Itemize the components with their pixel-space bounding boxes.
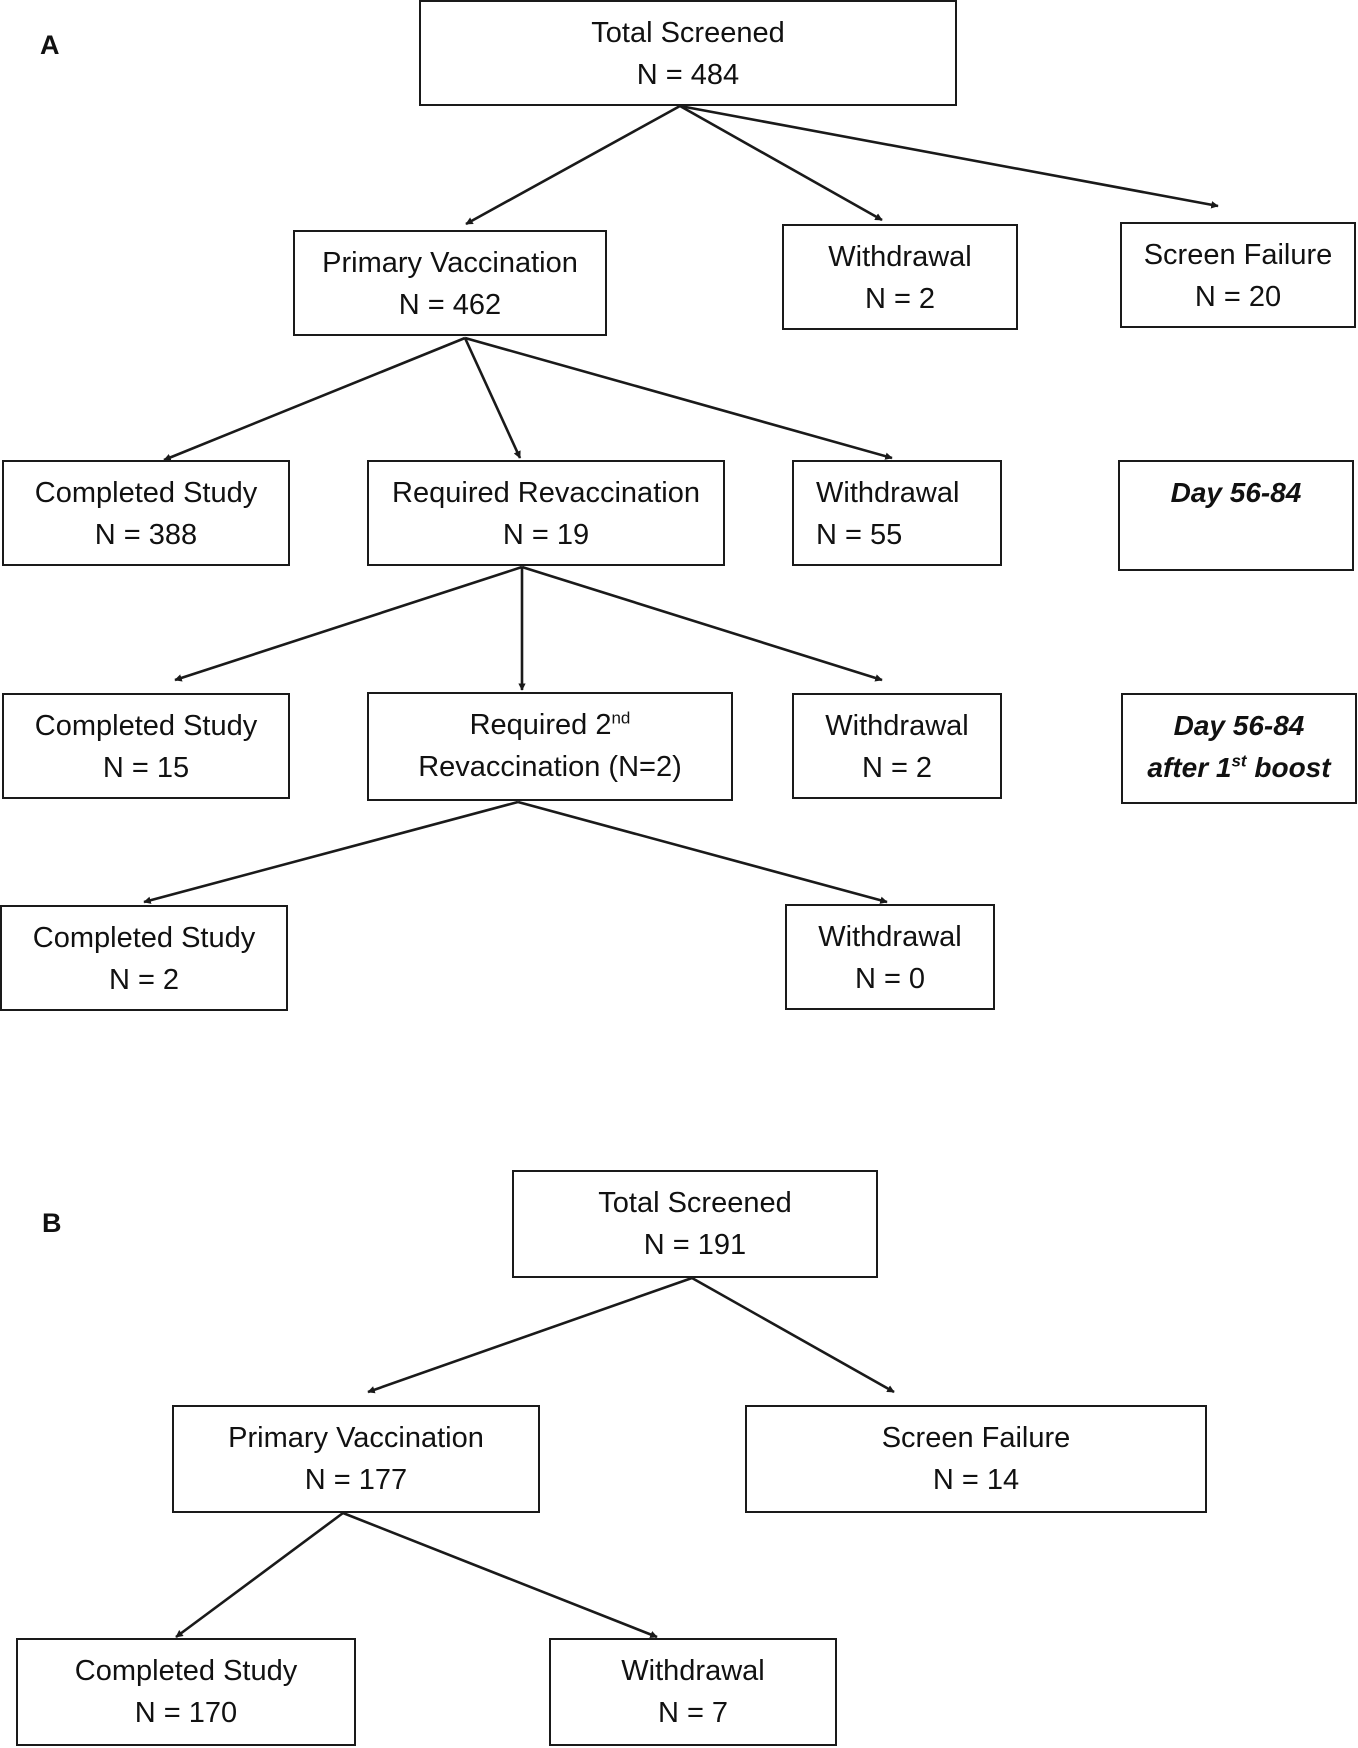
box-count: N = 20 [1194, 281, 1282, 313]
box-title: Withdrawal [816, 477, 960, 509]
box-count: N = 388 [94, 519, 198, 551]
box-count: N = 0 [854, 963, 926, 995]
primary-vaccination-box-b: Primary Vaccination N = 177 [172, 1405, 540, 1513]
note-line-2: after 1st boost [1147, 747, 1330, 789]
completed-study-box-1: Completed Study N = 388 [2, 460, 290, 566]
arrow-primary-to-revaccination [463, 337, 522, 459]
required-revaccination-box: Required Revaccination N = 19 [367, 460, 725, 566]
title-superscript: nd [611, 708, 631, 728]
box-count: N = 177 [304, 1464, 408, 1496]
box-title: Screen Failure [1143, 239, 1333, 271]
completed-study-box-b: Completed Study N = 170 [16, 1638, 356, 1746]
total-screened-box-a: Total Screened N = 484 [419, 0, 957, 106]
note-prefix: after 1 [1147, 752, 1232, 783]
box-count: N = 15 [102, 752, 190, 784]
primary-vaccination-box-a: Primary Vaccination N = 462 [293, 230, 607, 336]
box-count: N = 2 [864, 283, 936, 315]
box-title: Completed Study [74, 1655, 298, 1687]
arrow-total-to-withdrawal [679, 104, 883, 222]
box-line-2: Revaccination (N=2) [418, 751, 682, 783]
box-count: N = 462 [398, 289, 502, 321]
box-count: N = 170 [134, 1697, 238, 1729]
box-title: Completed Study [34, 477, 258, 509]
box-count: N = 2 [108, 964, 180, 996]
arrow-total-to-screen-failure [679, 104, 1219, 209]
box-title: Primary Vaccination [322, 247, 578, 279]
box-title: Total Screened [591, 17, 785, 49]
arrow-primary-b-to-completed-b [175, 1511, 344, 1639]
completed-study-box-3: Completed Study N = 2 [0, 905, 288, 1011]
withdrawal-box-pre: Withdrawal N = 2 [782, 224, 1018, 330]
box-title: Completed Study [32, 922, 256, 954]
box-title: Screen Failure [881, 1422, 1071, 1454]
box-count: N = 19 [502, 519, 590, 551]
box-title: Withdrawal [621, 1655, 765, 1687]
arrow-primary-b-to-withdrawal-b [342, 1511, 658, 1639]
note-suffix: boost [1246, 752, 1331, 783]
box-count: N = 55 [816, 519, 903, 551]
box-title: Primary Vaccination [228, 1422, 484, 1454]
screen-failure-box-b: Screen Failure N = 14 [745, 1405, 1207, 1513]
box-title: Required Revaccination [392, 477, 700, 509]
title-prefix: Required 2 [469, 709, 612, 741]
box-count: N = 191 [643, 1229, 747, 1261]
arrow-2nd-to-completed-3 [143, 800, 519, 904]
timepoint-note-1: Day 56-84 [1118, 460, 1354, 571]
box-title: Total Screened [598, 1187, 792, 1219]
box-title: Completed Study [34, 710, 258, 742]
total-screened-box-b: Total Screened N = 191 [512, 1170, 878, 1278]
note-line-1: Day 56-84 [1173, 710, 1305, 741]
required-2nd-revaccination-box: Required 2nd Revaccination (N=2) [367, 692, 733, 801]
arrow-total-b-to-primary-b [367, 1276, 693, 1394]
arrow-primary-to-withdrawal-1 [464, 336, 893, 460]
box-count: N = 2 [861, 752, 933, 784]
arrow-revaccination-to-completed-2 [174, 565, 523, 682]
arrow-primary-to-completed-1 [163, 336, 466, 462]
arrow-revaccination-to-withdrawal-2 [521, 565, 883, 682]
box-count: N = 14 [932, 1464, 1020, 1496]
arrow-total-b-to-screen-failure-b [691, 1276, 895, 1394]
screen-failure-box-a: Screen Failure N = 20 [1120, 222, 1356, 328]
box-count: N = 484 [636, 59, 740, 91]
withdrawal-box-3: Withdrawal N = 0 [785, 904, 995, 1010]
timepoint-note-2: Day 56-84 after 1st boost [1121, 693, 1357, 804]
panel-b-label: B [42, 1208, 62, 1238]
box-title: Withdrawal [825, 710, 969, 742]
box-title: Withdrawal [828, 241, 972, 273]
withdrawal-box-b: Withdrawal N = 7 [549, 1638, 837, 1746]
withdrawal-box-2: Withdrawal N = 2 [792, 693, 1002, 799]
box-title: Required 2nd [470, 704, 631, 746]
arrow-2nd-to-withdrawal-3 [517, 800, 888, 904]
arrow-total-to-primary [465, 104, 681, 226]
box-count: N = 7 [657, 1697, 729, 1729]
note-superscript: st [1231, 751, 1247, 771]
box-title: Withdrawal [818, 921, 962, 953]
panel-a-label: A [40, 30, 60, 60]
note-text: Day 56-84 [1170, 477, 1302, 508]
completed-study-box-2: Completed Study N = 15 [2, 693, 290, 799]
withdrawal-box-1: Withdrawal N = 55 [792, 460, 1002, 566]
